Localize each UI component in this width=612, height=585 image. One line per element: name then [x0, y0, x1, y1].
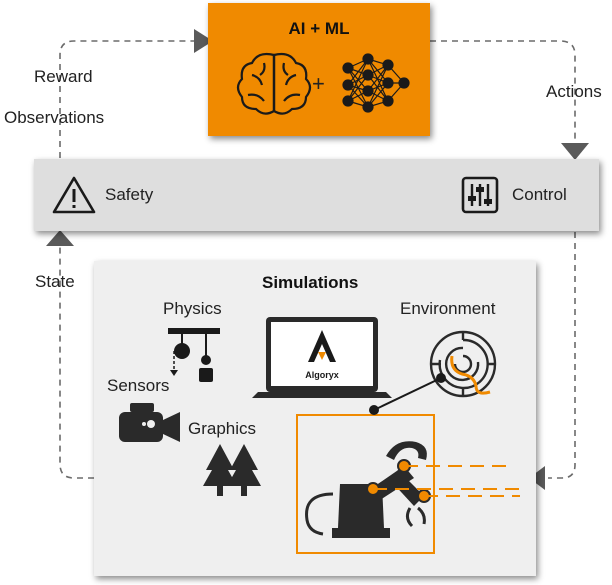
- arrow-to-sim: [529, 466, 545, 490]
- plus-sign: +: [312, 71, 325, 96]
- arrow-to-bar: [46, 230, 74, 246]
- arrow-to-ai: [194, 29, 213, 53]
- sensors-label: Sensors: [107, 376, 170, 395]
- robot-frame: [296, 414, 435, 554]
- arrow-to-control: [561, 143, 589, 160]
- observations-label: Observations: [4, 108, 105, 127]
- reward-label: Reward: [34, 67, 93, 86]
- safety-control-bar: [34, 159, 599, 231]
- ai-ml-title: AI + ML: [288, 19, 350, 38]
- actions-label: Actions: [546, 82, 602, 101]
- physics-label: Physics: [163, 299, 222, 318]
- state-label: State: [35, 272, 75, 291]
- environment-label: Environment: [400, 299, 496, 318]
- control-label: Control: [512, 185, 567, 204]
- graphics-label: Graphics: [188, 419, 257, 438]
- safety-label: Safety: [105, 185, 154, 204]
- brain-icon: [236, 52, 312, 115]
- simulations-title: Simulations: [262, 273, 359, 292]
- ai-ml-box: AI + ML +: [208, 3, 430, 136]
- neural-network-icon: [342, 53, 410, 113]
